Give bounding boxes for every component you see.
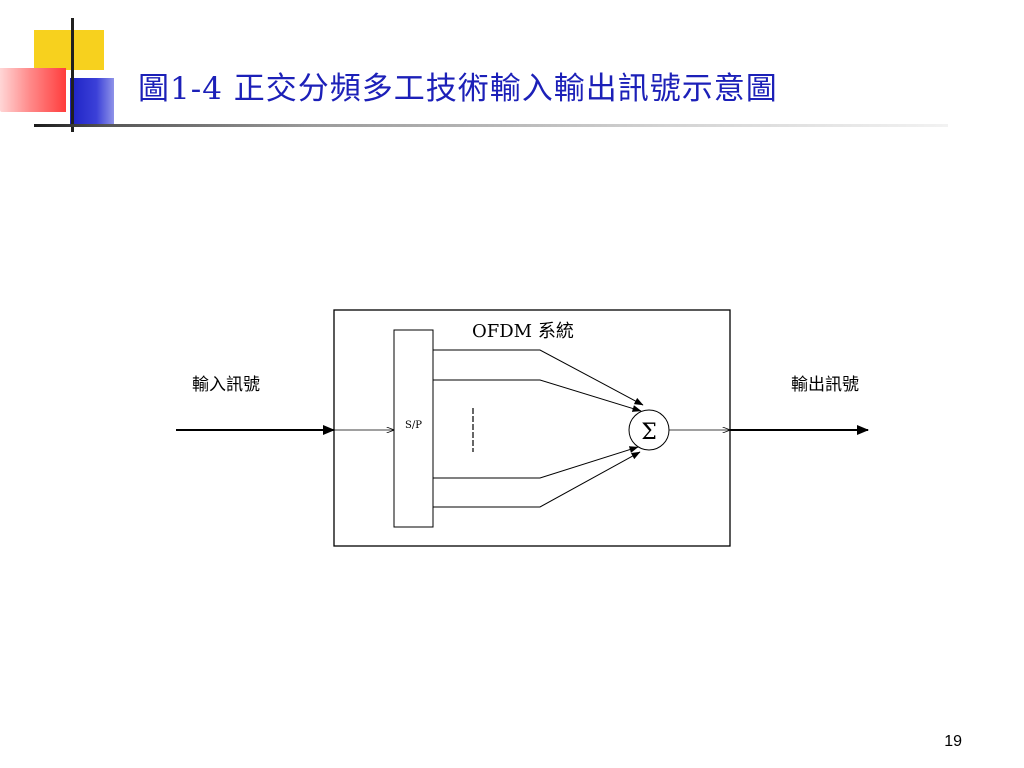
decorative-vertical-line (71, 18, 74, 132)
title-underline (34, 124, 948, 127)
parallel-branch-4 (433, 451, 641, 508)
decorative-yellow-square (34, 30, 104, 70)
ofdm-system-box (333, 309, 731, 547)
slide-title: 圖1-4 正交分頻多工技術輸入輸出訊號示意圖 (138, 71, 778, 107)
decorative-red-square (0, 68, 66, 112)
summation-symbol: Σ (641, 420, 657, 445)
parallel-branch-2 (433, 379, 642, 412)
parallel-branch-3 (433, 446, 639, 479)
input-label: 輸入訊號 (192, 375, 260, 395)
system-label: OFDM 系統 (472, 321, 574, 342)
serial-to-parallel-block (393, 329, 434, 528)
parallel-branch-1 (433, 349, 644, 406)
sp-block-label: S/P (405, 420, 422, 431)
output-label: 輸出訊號 (791, 375, 859, 395)
decorative-blue-square (70, 78, 114, 126)
page-number: 19 (944, 733, 962, 750)
